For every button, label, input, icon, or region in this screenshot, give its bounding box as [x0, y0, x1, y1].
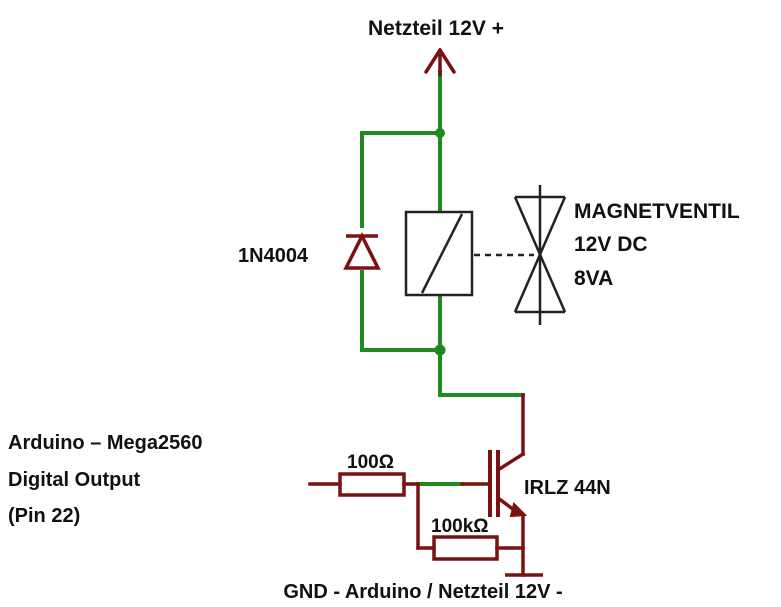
- supply-arrow-icon: [424, 48, 456, 77]
- coil-symbol: [404, 210, 534, 297]
- label-arduino-output: Digital Output: [8, 469, 141, 491]
- label-valve-voltage: 12V DC: [574, 233, 648, 256]
- diode-symbol: [343, 232, 381, 270]
- label-pulldown-resistor: 100kΩ: [431, 516, 489, 537]
- valve-icon: [513, 185, 567, 325]
- resistor-100-ohm: [338, 472, 406, 497]
- label-arduino-board: Arduino – Mega2560: [8, 432, 203, 454]
- mosfet-symbol: [488, 393, 528, 577]
- label-ground: GND - Arduino / Netzteil 12V -: [283, 581, 562, 603]
- label-arduino-pin: (Pin 22): [8, 505, 80, 527]
- label-diode: 1N4004: [238, 245, 309, 267]
- label-mosfet: IRLZ 44N: [524, 477, 611, 499]
- junction-bottom: [434, 344, 446, 356]
- junction-top: [435, 128, 445, 138]
- gate-circuit: [308, 472, 525, 561]
- label-valve-power: 8VA: [574, 267, 613, 290]
- resistor-100k-ohm: [432, 535, 499, 561]
- label-valve-name: MAGNETVENTIL: [574, 200, 740, 223]
- label-supply-positive: Netzteil 12V +: [368, 17, 504, 40]
- label-gate-resistor: 100Ω: [347, 452, 394, 473]
